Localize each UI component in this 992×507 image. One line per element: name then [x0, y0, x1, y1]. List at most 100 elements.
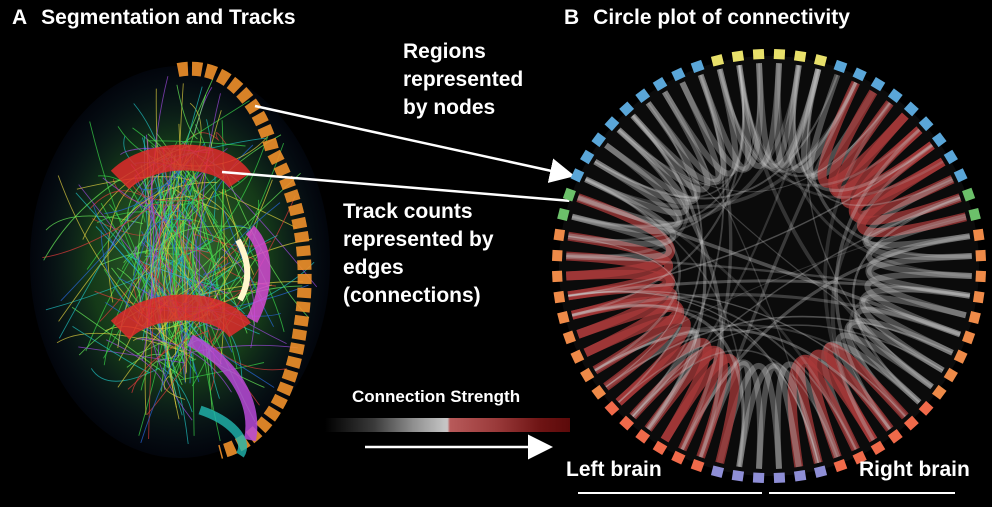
region-node — [562, 330, 576, 345]
connection-edge — [568, 235, 680, 388]
region-node — [887, 428, 903, 444]
connection-edge — [697, 64, 752, 171]
region-node — [962, 330, 976, 345]
connection-edge — [565, 193, 675, 281]
connection-edge — [585, 178, 745, 467]
callout-edges-line: Track counts — [343, 200, 473, 223]
connection-edge — [567, 231, 674, 301]
connection-edge — [737, 64, 934, 389]
connection-edge — [680, 234, 971, 451]
region-node — [562, 187, 576, 202]
connection-edge — [605, 315, 953, 388]
connection-edge — [777, 63, 972, 278]
region-node — [968, 310, 981, 325]
region-node — [690, 459, 705, 473]
connection-edge — [736, 362, 822, 468]
region-node — [813, 465, 828, 478]
connection-edge — [864, 194, 971, 249]
connection-edge — [774, 63, 822, 169]
connection-edge — [616, 90, 711, 193]
connection-edge — [584, 127, 690, 216]
connection-edge — [859, 286, 971, 373]
connection-edge — [867, 253, 972, 299]
region-node — [903, 101, 919, 117]
callout-edges-line: represented by — [343, 228, 494, 251]
connection-edge — [571, 304, 820, 464]
region-node — [813, 54, 828, 67]
connection-edge — [594, 65, 745, 198]
region-node — [604, 400, 620, 416]
region-node — [962, 187, 976, 202]
nodes-arrow — [254, 104, 575, 183]
region-node — [557, 310, 570, 325]
region-node — [972, 228, 985, 242]
connection-edge — [736, 64, 822, 170]
region-node — [731, 469, 745, 482]
connection-edge — [568, 290, 857, 450]
region-node — [671, 450, 686, 465]
region-node — [591, 384, 607, 400]
region-node — [953, 168, 968, 183]
connection-edge — [577, 195, 961, 337]
connection-edges — [565, 63, 972, 469]
region-node — [604, 116, 620, 132]
region-node — [635, 428, 651, 444]
callout-nodes-line: represented — [403, 68, 524, 91]
connection-edge — [571, 65, 745, 317]
region-node — [671, 67, 686, 82]
connection-edge — [865, 213, 972, 279]
region-node — [887, 88, 903, 104]
region-node — [852, 450, 867, 465]
connection-edge — [567, 279, 971, 298]
connection-strength-colorbar — [325, 418, 570, 432]
connection-edge — [571, 293, 961, 336]
connection-edge — [737, 65, 944, 199]
region-node — [953, 349, 968, 364]
connection-edge — [865, 233, 971, 319]
connection-edge — [567, 176, 676, 247]
connection-edge — [617, 65, 746, 186]
region-node — [580, 367, 595, 383]
region-node — [793, 469, 807, 482]
callout-regions-nodes: Regions represented by nodes — [403, 38, 523, 122]
region-node — [710, 465, 725, 478]
connection-edge — [617, 128, 724, 458]
connection-edge — [718, 68, 858, 173]
region-node — [870, 440, 886, 455]
connection-edge — [861, 294, 967, 356]
connection-edge — [852, 196, 961, 404]
connection-edge — [632, 196, 961, 417]
connection-edge — [584, 178, 857, 451]
connection-edge — [632, 74, 725, 417]
region-node — [619, 415, 635, 431]
region-node — [591, 132, 607, 148]
connection-edge — [594, 324, 921, 404]
connection-edge — [756, 364, 802, 469]
connection-edge — [644, 347, 723, 452]
connection-edge — [645, 81, 722, 183]
region-nodes — [551, 48, 987, 484]
right-brain-label: Right brain — [859, 458, 970, 481]
connection-edge — [854, 306, 962, 390]
edges-arrow — [221, 170, 613, 215]
region-node — [553, 290, 566, 304]
connection-edge — [792, 64, 934, 193]
region-node — [833, 459, 848, 473]
connection-edge — [568, 291, 819, 464]
connection-edge — [807, 68, 972, 259]
connection-edge — [618, 102, 703, 403]
region-node — [690, 59, 705, 73]
connection-edge — [662, 68, 739, 177]
connection-edge — [834, 128, 921, 431]
region-node — [710, 54, 725, 67]
connection-edge — [647, 68, 820, 430]
connection-edge — [566, 114, 690, 259]
region-node — [731, 50, 745, 63]
left-brain-label: Left brain — [566, 458, 662, 481]
panel-b-letter: B — [564, 6, 580, 29]
connection-edge — [738, 65, 891, 178]
connection-edge — [848, 289, 971, 418]
connection-edge — [632, 115, 944, 371]
region-node — [972, 290, 985, 304]
connection-edge — [594, 328, 891, 430]
